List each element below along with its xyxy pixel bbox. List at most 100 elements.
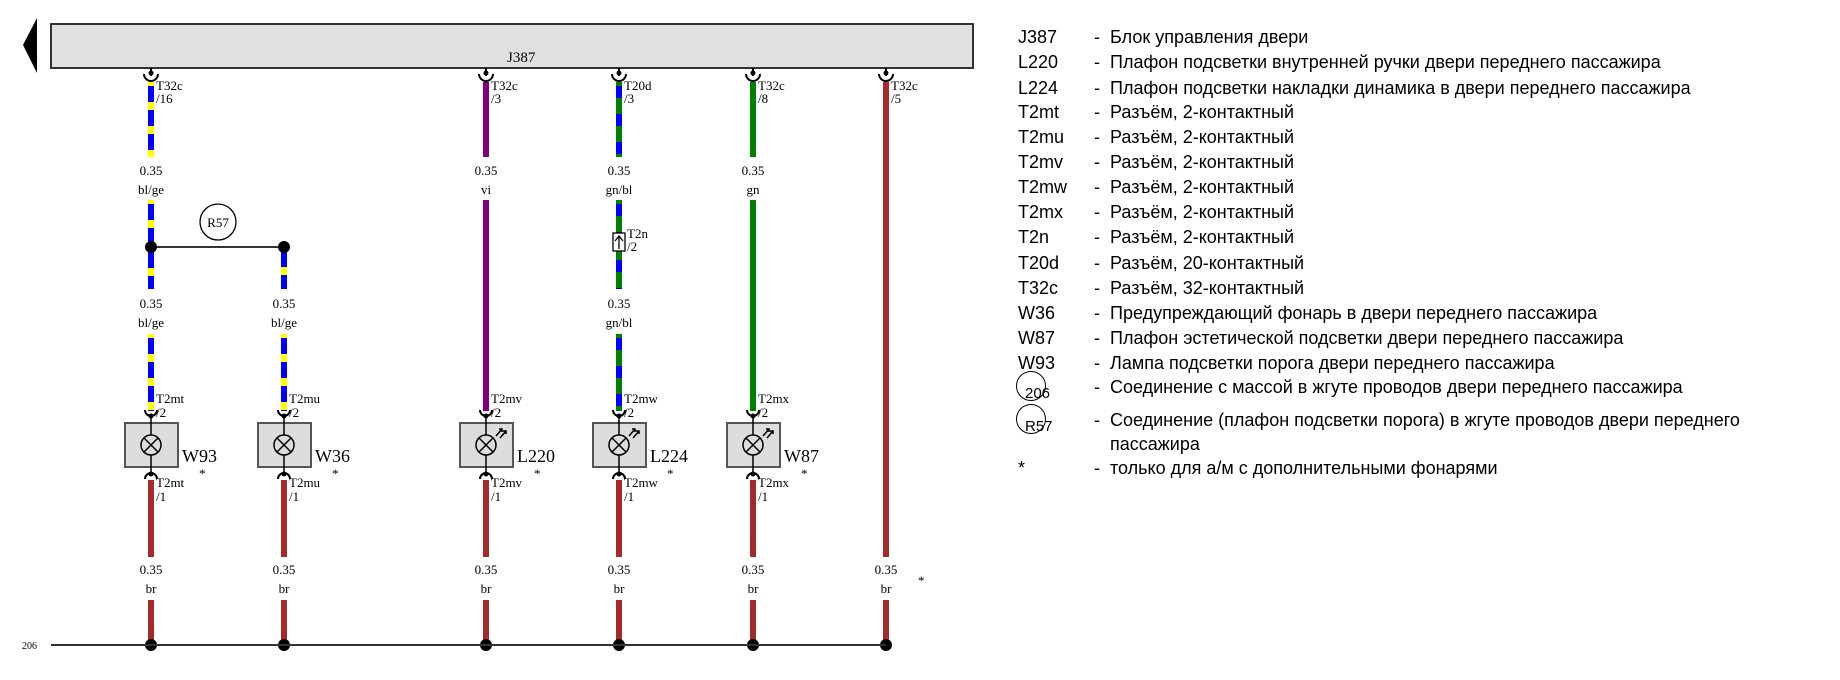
- legend-circle-icon: 206: [1016, 371, 1050, 402]
- component-connector-pin: /1: [491, 489, 501, 504]
- wire-color-code: br: [881, 581, 893, 596]
- connector-socket-icon: [878, 73, 894, 82]
- top-connector-label: T20d: [624, 78, 652, 93]
- legend-dash: -: [1094, 177, 1100, 197]
- connector-dot: [883, 70, 889, 76]
- top-connector-pin: /3: [624, 91, 634, 106]
- top-connector-pin: /8: [758, 91, 768, 106]
- asterisk-note: *: [918, 573, 925, 588]
- legend-dash: -: [1094, 377, 1100, 397]
- wire-color-code: gn: [747, 182, 761, 197]
- wire-gauge: 0.35: [608, 163, 631, 178]
- legend-code: T2mt: [1018, 102, 1060, 122]
- connector-dot: [148, 70, 154, 76]
- previous-page-arrow-icon[interactable]: [23, 18, 37, 73]
- wire-gauge: 0.35: [273, 562, 296, 577]
- wire-gauge: 0.35: [273, 296, 296, 311]
- module-j387-box: [50, 23, 974, 69]
- wire-color-code: br: [614, 581, 626, 596]
- asterisk-note: *: [534, 466, 541, 481]
- wire-color-code: gn/bl: [606, 315, 633, 330]
- top-connector-label: T32c: [891, 78, 918, 93]
- connector-dot: [148, 471, 154, 477]
- component-connector-pin: /1: [156, 489, 166, 504]
- legend-code: *: [1018, 458, 1026, 478]
- component-connector-pin: /1: [289, 489, 299, 504]
- connector-dot: [750, 471, 756, 477]
- connector-dot: [483, 471, 489, 477]
- component-connector-pin: /2: [289, 405, 299, 420]
- legend-dash: -: [1094, 27, 1100, 47]
- splice-dot: [145, 241, 157, 253]
- top-connector-label: T32c: [758, 78, 785, 93]
- splice-r57-label: R57: [207, 215, 229, 230]
- light-emission-icon: [628, 428, 640, 439]
- legend-description: Предупреждающий фонарь в двери переднего…: [1110, 303, 1598, 323]
- asterisk-note: *: [332, 466, 339, 481]
- component-connector-label: T2mv: [491, 475, 523, 490]
- legend-code: R57: [1025, 418, 1053, 435]
- wire-color-code: br: [146, 581, 158, 596]
- legend-description: Разъём, 20-контактный: [1110, 253, 1305, 273]
- legend-code: T2mv: [1018, 152, 1063, 172]
- component-label: W87: [784, 446, 819, 466]
- light-emission-icon: [762, 428, 774, 439]
- wire-gauge: 0.35: [742, 562, 765, 577]
- light-emission-icon: [495, 428, 507, 439]
- legend-description: Разъём, 2-контактный: [1110, 152, 1295, 172]
- component-connector-pin: /1: [758, 489, 768, 504]
- wire-color-code: gn/bl: [606, 182, 633, 197]
- asterisk-note: *: [199, 466, 206, 481]
- wire-color-code: bl/ge: [138, 182, 164, 197]
- inline-connector-arrow: [614, 234, 624, 249]
- splice-dot: [278, 241, 290, 253]
- inline-connector-pin: /2: [627, 239, 637, 254]
- legend-code: T2mw: [1018, 177, 1067, 197]
- legend-dash: -: [1094, 102, 1100, 122]
- legend-dash: -: [1094, 227, 1100, 247]
- lamp-cross: [276, 437, 292, 453]
- component-connector-pin: /2: [758, 405, 768, 420]
- legend-code: T32c: [1018, 278, 1059, 298]
- legend-code: L224: [1018, 78, 1059, 98]
- wire-gauge: 0.35: [140, 562, 163, 577]
- legend-circle-icon: R57: [1016, 404, 1053, 435]
- wire-gauge: 0.35: [475, 562, 498, 577]
- legend-code: L220: [1018, 52, 1059, 72]
- legend-description: Соединение (плафон подсветки порога) в ж…: [1110, 410, 1740, 454]
- connector-socket-icon: [478, 73, 494, 82]
- connector-dot: [616, 70, 622, 76]
- component-connector-pin: /2: [491, 405, 501, 420]
- component-connector-label: T2mt: [156, 475, 185, 490]
- legend-description: Разъём, 32-контактный: [1110, 278, 1305, 298]
- legend-dash: -: [1094, 78, 1100, 98]
- legend-description: Соединение с массой в жгуте проводов две…: [1110, 377, 1683, 397]
- legend-dash: -: [1094, 253, 1100, 273]
- legend-dash: -: [1094, 328, 1100, 348]
- component-label: W36: [315, 446, 350, 466]
- wire-color-code: bl/ge: [138, 315, 164, 330]
- component-label: W93: [182, 446, 217, 466]
- component-connector-pin: /2: [156, 405, 166, 420]
- legend-code: W87: [1018, 328, 1056, 348]
- asterisk-note: *: [667, 466, 674, 481]
- wire-gauge: 0.35: [875, 562, 898, 577]
- wire-gauge: 0.35: [475, 163, 498, 178]
- component-connector-label: T2mv: [491, 391, 523, 406]
- component-connector-label: T2mw: [624, 475, 659, 490]
- wire-color-code: br: [481, 581, 493, 596]
- legend-code: 206: [1025, 385, 1051, 402]
- lamp-cross: [478, 437, 494, 453]
- legend-description: Разъём, 2-контактный: [1110, 227, 1295, 247]
- connector-socket-icon: [611, 73, 627, 82]
- legend-code: T2mx: [1018, 202, 1063, 222]
- component-label: L220: [517, 446, 555, 466]
- legend-dash: -: [1094, 278, 1100, 298]
- top-connector-label: T32c: [156, 78, 183, 93]
- lamp-cross: [745, 437, 761, 453]
- inline-connector-label: T2n: [627, 226, 648, 241]
- legend-description: Разъём, 2-контактный: [1110, 102, 1295, 122]
- module-title: J387: [507, 50, 536, 66]
- component-connector-label: T2mx: [758, 391, 790, 406]
